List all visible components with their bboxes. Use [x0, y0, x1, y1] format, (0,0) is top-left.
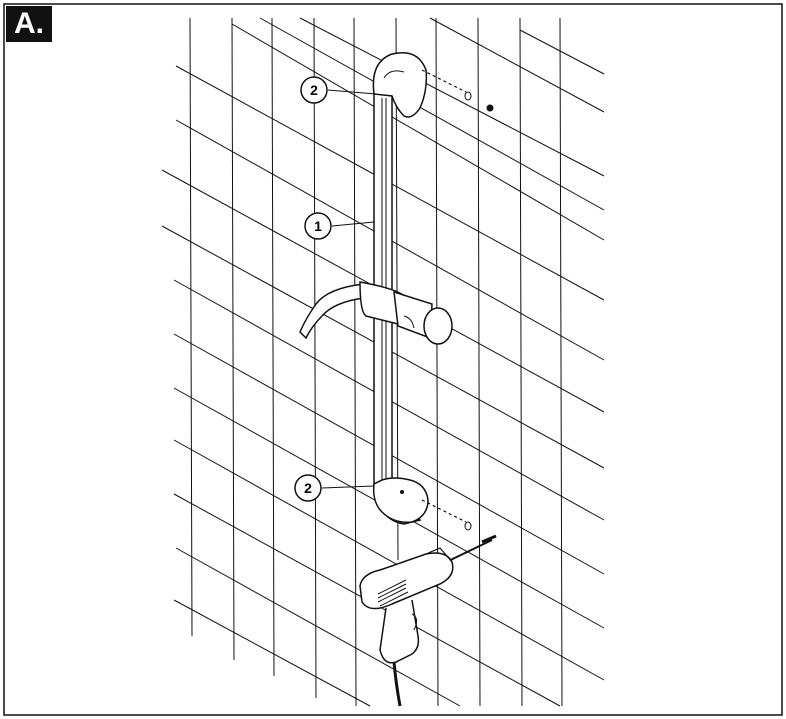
callout-bottom-bracket: 2: [294, 474, 375, 502]
bottom-plug-axis: [421, 499, 467, 523]
callout-number: 2: [304, 480, 312, 496]
panel-label: A.: [6, 6, 52, 42]
wall-plug-icon: [464, 91, 472, 101]
top-plug-axis: [421, 69, 467, 93]
locking-knob-icon: [423, 307, 453, 345]
shower-head-holder: [299, 281, 453, 345]
callout-rail: 1: [304, 212, 375, 240]
figure-border: [3, 3, 783, 716]
drill-cord: [392, 661, 402, 707]
drill-hole-icon: [486, 104, 494, 112]
wall-plug-icon: [464, 521, 472, 531]
top-wall-bracket: [372, 52, 494, 118]
callout-top-bracket: 2: [300, 76, 377, 104]
electric-drill-icon: [359, 534, 497, 707]
callout-number: 1: [314, 218, 322, 234]
callout-number: 2: [310, 82, 318, 98]
bottom-wall-bracket: [372, 477, 472, 531]
